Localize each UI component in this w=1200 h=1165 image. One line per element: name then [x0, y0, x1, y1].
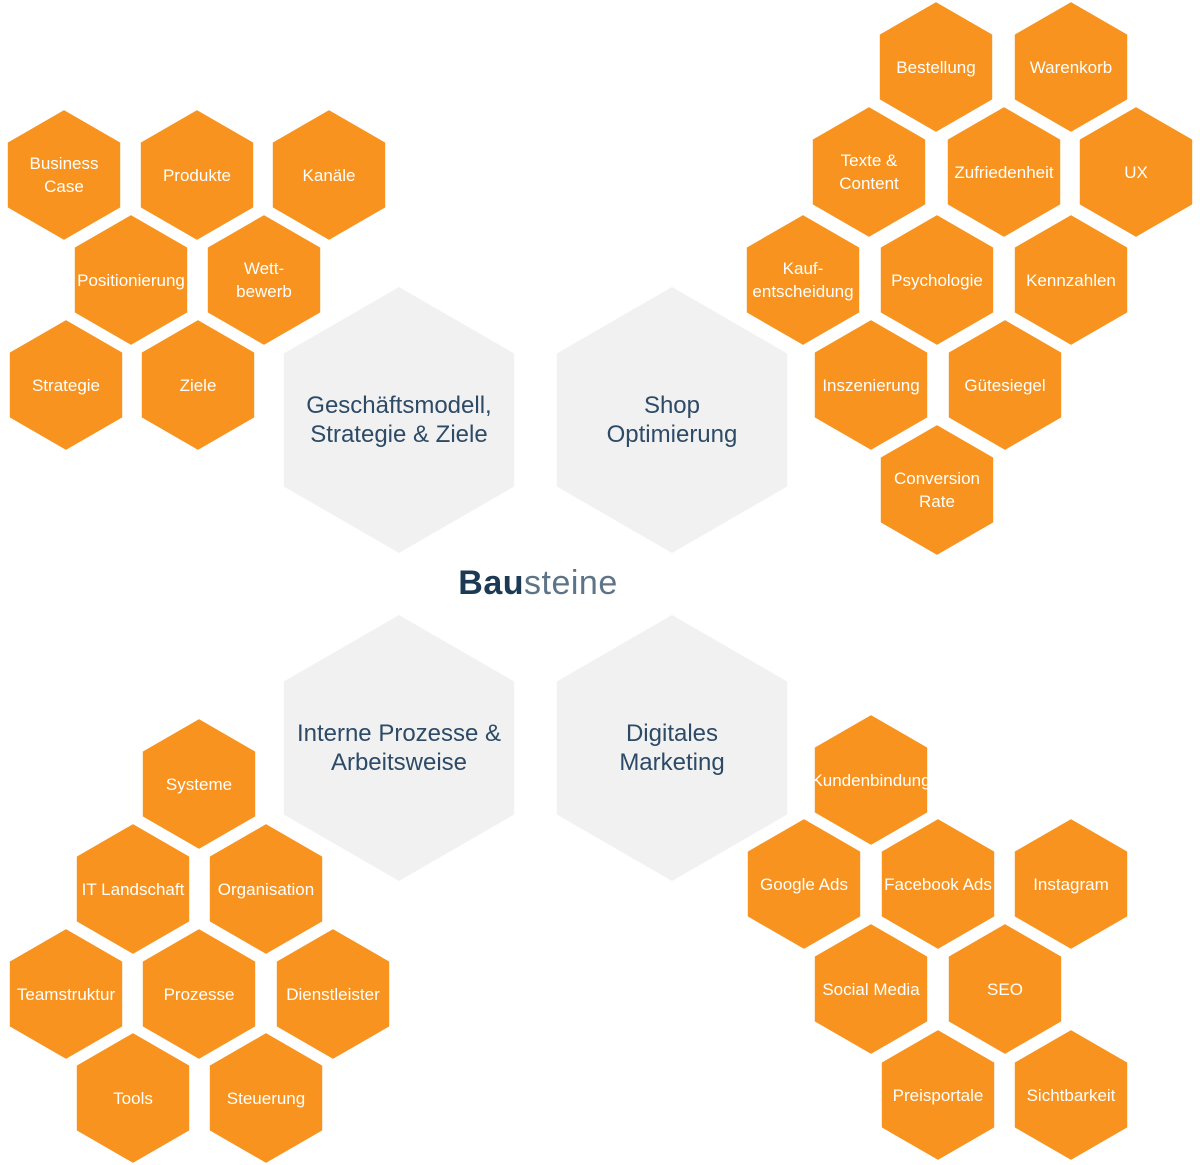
item-hexagon	[72, 212, 190, 348]
item-hexagon	[1077, 104, 1195, 240]
item-hexagon	[7, 926, 125, 1062]
item-hexagon	[945, 104, 1063, 240]
main-hexagon-4	[556, 615, 788, 881]
item-hexagon	[274, 926, 392, 1062]
item-hexagon	[810, 104, 928, 240]
item-hexagon	[205, 212, 323, 348]
item-hexagon	[879, 816, 997, 952]
item-hexagon	[1012, 1027, 1130, 1163]
main-hexagon-3	[283, 615, 515, 881]
item-hexagon	[812, 317, 930, 453]
item-hexagon	[946, 317, 1064, 453]
item-hexagon	[270, 107, 388, 243]
title-bold: Bau	[458, 564, 524, 602]
item-hexagon	[140, 926, 258, 1062]
diagram-title: Bausteine	[400, 560, 676, 606]
item-hexagon	[7, 317, 125, 453]
main-hexagon-1	[283, 287, 515, 553]
item-hexagon	[207, 1030, 325, 1165]
item-hexagon	[1012, 0, 1130, 135]
item-hexagon	[744, 212, 862, 348]
title-light: steine	[524, 564, 618, 602]
item-hexagon	[74, 821, 192, 957]
item-hexagon	[5, 107, 123, 243]
item-hexagon	[139, 317, 257, 453]
item-hexagon	[138, 107, 256, 243]
item-hexagon	[207, 821, 325, 957]
item-hexagon	[1012, 212, 1130, 348]
item-hexagon	[878, 212, 996, 348]
item-hexagon	[74, 1030, 192, 1165]
item-hexagon	[877, 0, 995, 135]
item-hexagon	[812, 712, 930, 848]
item-hexagon	[879, 1027, 997, 1163]
item-hexagon	[140, 716, 258, 852]
item-hexagon	[946, 921, 1064, 1057]
item-hexagon	[812, 921, 930, 1057]
item-hexagon	[878, 422, 996, 558]
main-hexagon-2	[556, 287, 788, 553]
item-hexagon	[745, 816, 863, 952]
item-hexagon	[1012, 816, 1130, 952]
